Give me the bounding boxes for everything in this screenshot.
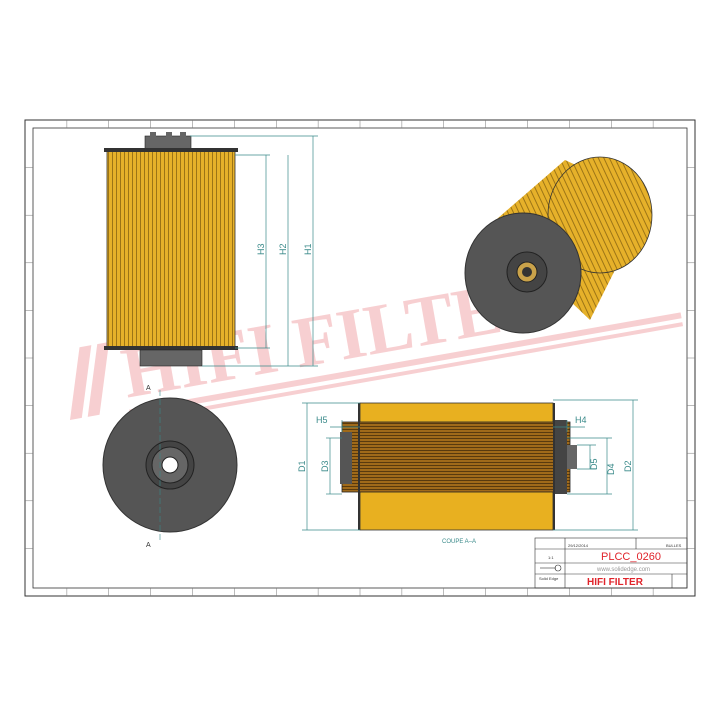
dim-h5: H5 (316, 415, 328, 425)
title-block (534, 537, 688, 589)
dim-h4: H4 (575, 415, 587, 425)
dim-d3: D3 (320, 460, 330, 472)
section-dimensions: D1 D3 H5 H4 D5 D4 D2 COUPE A–A (297, 399, 638, 545)
isometric-view (464, 156, 653, 334)
section-view (340, 402, 577, 531)
title-company: HIFI FILTER (587, 577, 644, 588)
dim-h3: H3 (256, 243, 266, 255)
height-dimensions: H3 H2 H1 (190, 135, 318, 367)
drawing-frame (24, 119, 696, 597)
bottom-view: A A (102, 385, 238, 549)
dim-d2: D2 (623, 460, 633, 472)
title-scale: 1:1 (548, 555, 554, 560)
dim-d1: D1 (297, 460, 307, 472)
title-designer: BULLES (666, 543, 682, 548)
section-label: COUPE A–A (442, 539, 476, 545)
dim-d5: D5 (589, 458, 599, 470)
dim-d4: D4 (606, 463, 616, 475)
title-website: www.solidedge.com (596, 567, 650, 573)
front-view (104, 132, 238, 367)
dim-h1: H1 (303, 243, 313, 255)
section-marker-top: A (146, 385, 151, 392)
title-reference: PLCC_0260 (601, 551, 661, 563)
title-software: Solid Edge (539, 576, 559, 581)
dim-h2: H2 (278, 243, 288, 255)
section-marker-bottom: A (146, 542, 151, 549)
title-date: 29/12/2014 (568, 543, 589, 548)
